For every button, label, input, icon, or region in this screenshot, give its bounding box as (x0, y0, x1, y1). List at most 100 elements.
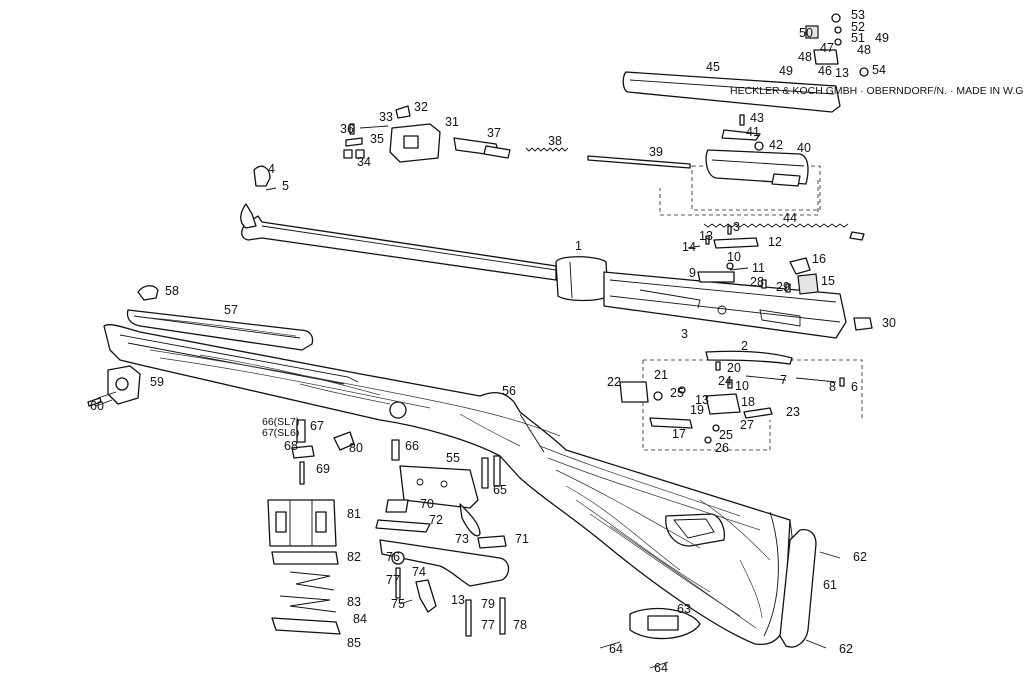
part-label-68: 68 (284, 439, 298, 453)
part-75 (399, 599, 413, 605)
part-label-23: 23 (786, 405, 800, 419)
part-label-5: 5 (282, 179, 289, 193)
butt-plate (779, 528, 841, 649)
barrel (240, 203, 609, 302)
part-label-48b: 48 (798, 50, 812, 64)
part-14 (687, 245, 701, 249)
part-label-36: 36 (340, 122, 354, 136)
part-71 (477, 535, 507, 549)
part-43 (739, 114, 745, 126)
part-label-42: 42 (769, 138, 783, 152)
part-label-67b: 67(SL6) (262, 427, 299, 439)
part-label-51: 51 (851, 31, 865, 45)
part-label-13b: 13 (699, 229, 713, 243)
sling-mount-plate (599, 607, 701, 669)
part-80 (333, 431, 355, 451)
part-33 (359, 125, 389, 129)
part-74 (415, 579, 437, 613)
part-36 (349, 123, 355, 135)
part-label-17: 17 (672, 427, 686, 441)
part-73 (379, 539, 510, 587)
part-label-12: 12 (768, 235, 782, 249)
part-65b (493, 455, 501, 487)
part-35 (345, 137, 363, 147)
part-label-59: 59 (150, 375, 164, 389)
part-label-14: 14 (682, 240, 696, 254)
part-label-85: 85 (347, 636, 361, 650)
part-label-82: 82 (347, 550, 361, 564)
part-label-83: 83 (347, 595, 361, 609)
part-65a (481, 457, 489, 489)
part-label-81: 81 (347, 507, 361, 521)
recoil-spring (703, 223, 849, 228)
part-label-62b: 62 (839, 642, 853, 656)
part-13b (705, 235, 710, 245)
receiver-stamp: HECKLER & KOCH GMBH · OBERNDORF/N. · MAD… (730, 85, 1024, 97)
part-label-3b: 3 (681, 327, 688, 341)
front-sight-hood (253, 165, 271, 187)
part-69 (299, 461, 305, 485)
part-label-75: 75 (391, 597, 405, 611)
part-label-65: 65 (493, 483, 507, 497)
part-label-8: 8 (829, 380, 836, 394)
part-label-3a: 3 (733, 220, 740, 234)
part-label-11: 11 (752, 261, 765, 275)
part-label-53: 53 (851, 8, 865, 22)
part-50 (805, 25, 819, 39)
part-11 (729, 267, 749, 271)
part-67 (296, 419, 306, 443)
part-16 (789, 257, 811, 275)
part-label-13c: 13 (695, 393, 709, 407)
part-label-41: 41 (746, 125, 760, 139)
part-label-39: 39 (649, 145, 663, 159)
part-label-16: 16 (812, 252, 826, 266)
part-78 (499, 597, 506, 635)
part-label-69: 69 (316, 462, 330, 476)
part-15 (797, 273, 819, 295)
part-label-25b: 25 (719, 428, 733, 442)
part-label-48a: 48 (857, 43, 871, 57)
part-label-27: 27 (740, 418, 754, 432)
part-label-77a: 77 (386, 573, 400, 587)
part-32 (395, 105, 411, 119)
part-label-20: 20 (727, 361, 741, 375)
part-76 (391, 551, 405, 565)
guide-rod (587, 155, 691, 169)
part-28 (761, 279, 767, 289)
part-label-32: 32 (414, 100, 428, 114)
part-53 (831, 13, 841, 23)
part-label-78: 78 (513, 618, 527, 632)
part-30 (853, 317, 873, 331)
part-label-25a: 25 (670, 386, 684, 400)
part-68 (291, 445, 315, 459)
part-34a (343, 149, 353, 159)
handguard-cap (137, 285, 159, 301)
firing-pin (453, 137, 511, 159)
part-72 (375, 519, 431, 533)
part-label-44: 44 (783, 211, 797, 225)
part-label-52: 52 (851, 20, 865, 34)
part-10a (726, 262, 734, 270)
part-label-6: 6 (851, 380, 858, 394)
screw-62a (819, 551, 841, 559)
part-label-50: 50 (799, 26, 813, 40)
part-9 (697, 271, 735, 283)
part-label-66b: 66 (405, 439, 419, 453)
part-label-49b: 49 (779, 64, 793, 78)
part-label-55: 55 (446, 451, 460, 465)
part-42 (754, 141, 764, 151)
part-label-33: 33 (379, 110, 393, 124)
part-label-1: 1 (575, 239, 582, 253)
part-label-28: 28 (750, 275, 764, 289)
part-label-15: 15 (821, 274, 835, 288)
part-label-64b: 64 (654, 661, 668, 675)
part-77b (465, 599, 472, 637)
stock-end-cap (87, 365, 141, 407)
part-label-37: 37 (487, 126, 501, 140)
part-label-57: 57 (224, 303, 238, 317)
trigger-housing (399, 465, 481, 537)
part-label-62a: 62 (853, 550, 867, 564)
part-label-4: 4 (268, 162, 275, 176)
part-label-63: 63 (677, 602, 691, 616)
